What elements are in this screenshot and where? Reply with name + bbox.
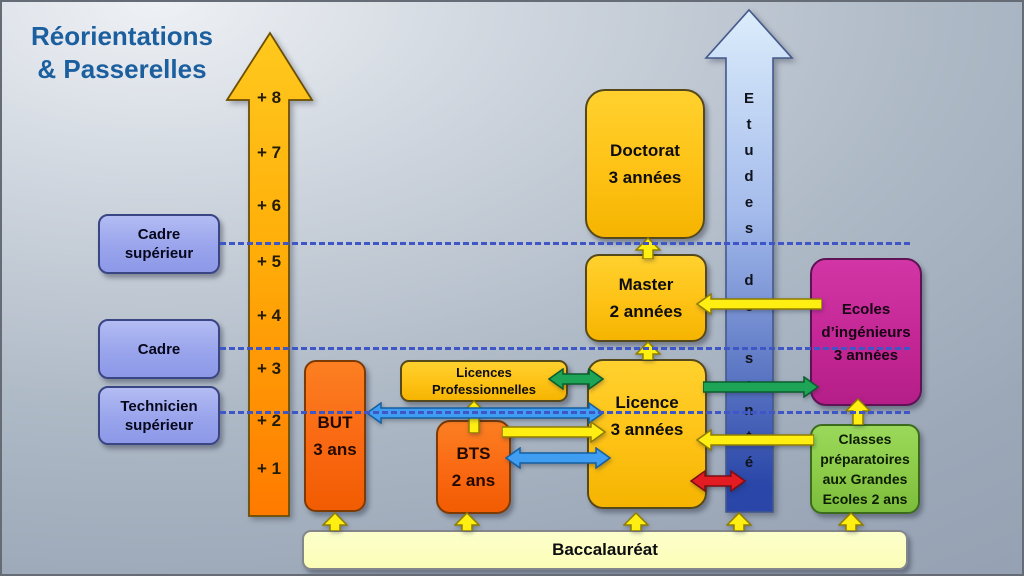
ecoles-line1: Ecoles (841, 300, 891, 318)
arrow-bac-to-prepa-icon (838, 512, 864, 531)
career-box-technicien-superieur: Technicien supérieur (98, 386, 220, 445)
ecoles-line3: 3 années (833, 346, 899, 364)
arrow-prepa-to-licence-icon (696, 429, 814, 451)
but-line2: 3 ans (313, 440, 357, 459)
cadre-line1: Cadre (137, 340, 181, 358)
level-label-plus6: + 6 (256, 196, 282, 215)
dashed-line-cadre-superieur (220, 242, 910, 245)
arrow-master-to-doctorat-icon (635, 237, 661, 259)
licences-pro-line1: Licences (456, 365, 512, 380)
arrow-bac-to-bts-icon (454, 512, 480, 531)
ecoles-line2: d’ingénieurs (821, 323, 911, 341)
doctorat-line2: 3 années (608, 168, 682, 187)
level-label-plus4: + 4 (256, 306, 282, 325)
cadre-superieur-line2: supérieur (124, 245, 194, 262)
level-label-plus1: + 1 (256, 459, 282, 478)
box-master: Master 2 années (585, 254, 707, 342)
prepa-line3: aux Grandes (822, 471, 908, 487)
box-licences-professionnelles: Licences Professionnelles (400, 360, 568, 402)
level-label-plus8: + 8 (256, 88, 282, 107)
arrow-licence-to-ecoles-icon (703, 376, 819, 398)
career-box-cadre: Cadre (98, 319, 220, 379)
box-bts: BTS 2 ans (436, 420, 511, 514)
arrow-licence-sante-bidirectional-icon (690, 470, 746, 492)
level-label-plus3: + 3 (256, 359, 282, 378)
page-title-line2: & Passerelles (37, 54, 207, 84)
doctorat-line1: Doctorat (610, 141, 680, 160)
arrow-bts-to-licence-icon (502, 421, 606, 443)
bts-line2: 2 ans (451, 471, 496, 490)
box-classes-preparatoires: Classes préparatoires aux Grandes Ecoles… (810, 424, 920, 514)
cadre-superieur-line1: Cadre (137, 226, 181, 243)
technicien-line2: supérieur (124, 416, 194, 434)
bts-line1: BTS (456, 444, 491, 463)
level-label-plus2: + 2 (256, 411, 282, 430)
level-label-plus5: + 5 (256, 252, 282, 271)
licences-pro-line2: Professionnelles (431, 382, 537, 397)
dashed-line-cadre (220, 347, 910, 350)
dashed-line-technicien-superieur (220, 411, 910, 414)
page-title-line1: Réorientations (30, 21, 214, 51)
page-title: Réorientations & Passerelles (16, 20, 228, 86)
arrow-licences-pro-licence-bidirectional-icon (548, 368, 604, 390)
licence-line1: Licence (615, 393, 679, 412)
box-doctorat: Doctorat 3 années (585, 89, 705, 239)
prepa-line1: Classes (838, 431, 892, 447)
licence-line2: 3 années (610, 420, 684, 439)
arrow-bts-licence-bidirectional-icon (505, 447, 611, 469)
prepa-line2: préparatoires (820, 451, 910, 467)
baccalaureat-bar: Baccalauréat (302, 530, 908, 570)
master-line2: 2 années (609, 302, 683, 321)
level-label-plus7: + 7 (256, 143, 282, 162)
prepa-line4: Ecoles 2 ans (822, 491, 908, 507)
level-ladder-arrow-icon (225, 31, 314, 517)
baccalaureat-label: Baccalauréat (552, 540, 658, 559)
arrow-bac-to-sante-icon (726, 512, 752, 531)
master-line1: Master (618, 275, 674, 294)
box-licence: Licence 3 années (587, 359, 707, 509)
box-but: BUT 3 ans (304, 360, 366, 512)
but-line1: BUT (317, 413, 353, 432)
arrow-bac-to-licence-icon (623, 512, 649, 531)
arrow-ecoles-to-master-icon (696, 293, 822, 315)
career-box-cadre-superieur: Cadre supérieur (98, 214, 220, 274)
technicien-line1: Technicien (120, 397, 198, 415)
box-ecoles-ingenieurs: Ecoles d’ingénieurs 3 années (810, 258, 922, 406)
arrow-bac-to-but-icon (322, 512, 348, 531)
arrow-licence-to-master-icon (635, 341, 661, 360)
